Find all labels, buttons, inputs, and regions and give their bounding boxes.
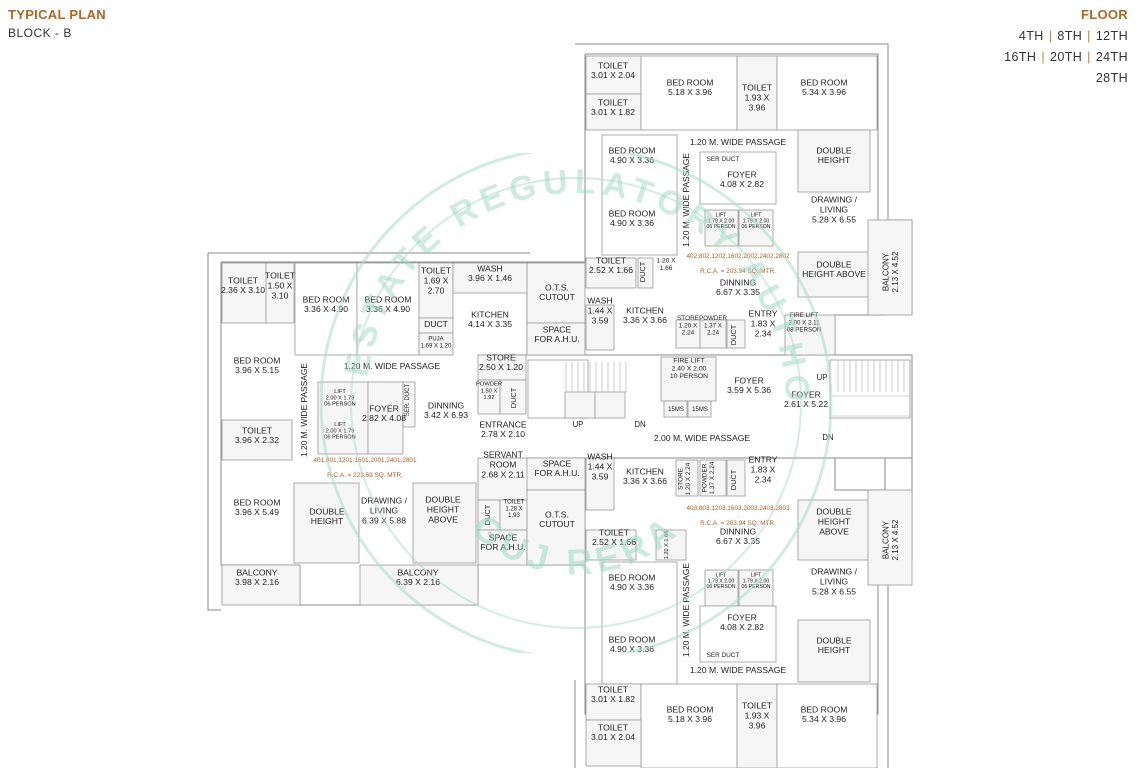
room-label-c-up1: UP (573, 420, 584, 429)
room-label-l-duct3: DUCT (483, 504, 492, 525)
plan-title: TYPICAL PLAN (8, 7, 106, 22)
room-label-l-duct: DUCT (424, 319, 449, 329)
room-label-tr-passage: 1.20 M. WIDE PASSAGE (690, 137, 787, 147)
floor-label: FLOOR (1081, 7, 1128, 22)
floor-row-2: 16TH|20TH|24TH (1004, 50, 1128, 64)
room-label-l-duct2: DUCT (509, 387, 518, 408)
room-label-br-vpassage: 1.20 M. WIDE PASSAGE (681, 563, 691, 657)
room-label-c-shaft2: 15MS (692, 407, 708, 413)
room-blocks (221, 55, 913, 768)
room-label-l-passage: 1.20 M. WIDE PASSAGE (344, 361, 441, 371)
room-label-br-small: 1.20 X 1.66 (664, 531, 670, 560)
floor-list: 4TH|8TH|12TH 16TH|20TH|24TH 28TH (948, 26, 1128, 89)
room-label-tr-balcony: BALCONY2.13 X 4.52 (882, 251, 900, 292)
room-label-c-passage: 2.00 M. WIDE PASSAGE (654, 433, 751, 443)
floor-row-1: 4TH|8TH|12TH (1018, 29, 1128, 43)
unit-label-left: 401,801,1201,1601,2001,2401,2801.R.C.A. … (313, 457, 417, 479)
room-label-tr-serduct: SER DUCT (707, 156, 740, 163)
room-label-c-dn1: DN (634, 420, 645, 429)
room-label-br-passage: 1.20 M. WIDE PASSAGE (690, 665, 787, 675)
room-label-c-dn2: DN (822, 433, 833, 442)
room-label-tr-duct2: DUCT (729, 324, 738, 345)
room-label-tr-vpassage: 1.20 M. WIDE PASSAGE (681, 153, 691, 247)
room-label-br-powder: POWDER1.37 X 2.24 (701, 461, 715, 494)
block-label: BLOCK - B (8, 26, 72, 40)
room-label-tr-duct1: DUCT (638, 261, 647, 282)
room-label-l-serduct: SER. DUCT (405, 384, 411, 417)
floor-row-3: 28TH (1095, 71, 1128, 85)
unit-label-top-right: 402,802,1202,1602,2002,2402,2802.R.C.A. … (686, 253, 790, 275)
room-label-c-shaft1: 15MS (668, 407, 684, 413)
room-label-br-serduct: SER DUCT (707, 652, 740, 659)
room-label-br-balcony: BALCONY2.13 X 4.52 (882, 519, 900, 560)
room-label-l-vpassage: 1.20 M. WIDE PASSAGE (299, 363, 309, 457)
room-label-br-duct1: DUCT (729, 469, 738, 490)
unit-label-bottom-right: 403,803,1203,1603,2003,2403,2803.R.C.A. … (686, 505, 790, 527)
room-label-c-up2: UP (817, 373, 828, 382)
